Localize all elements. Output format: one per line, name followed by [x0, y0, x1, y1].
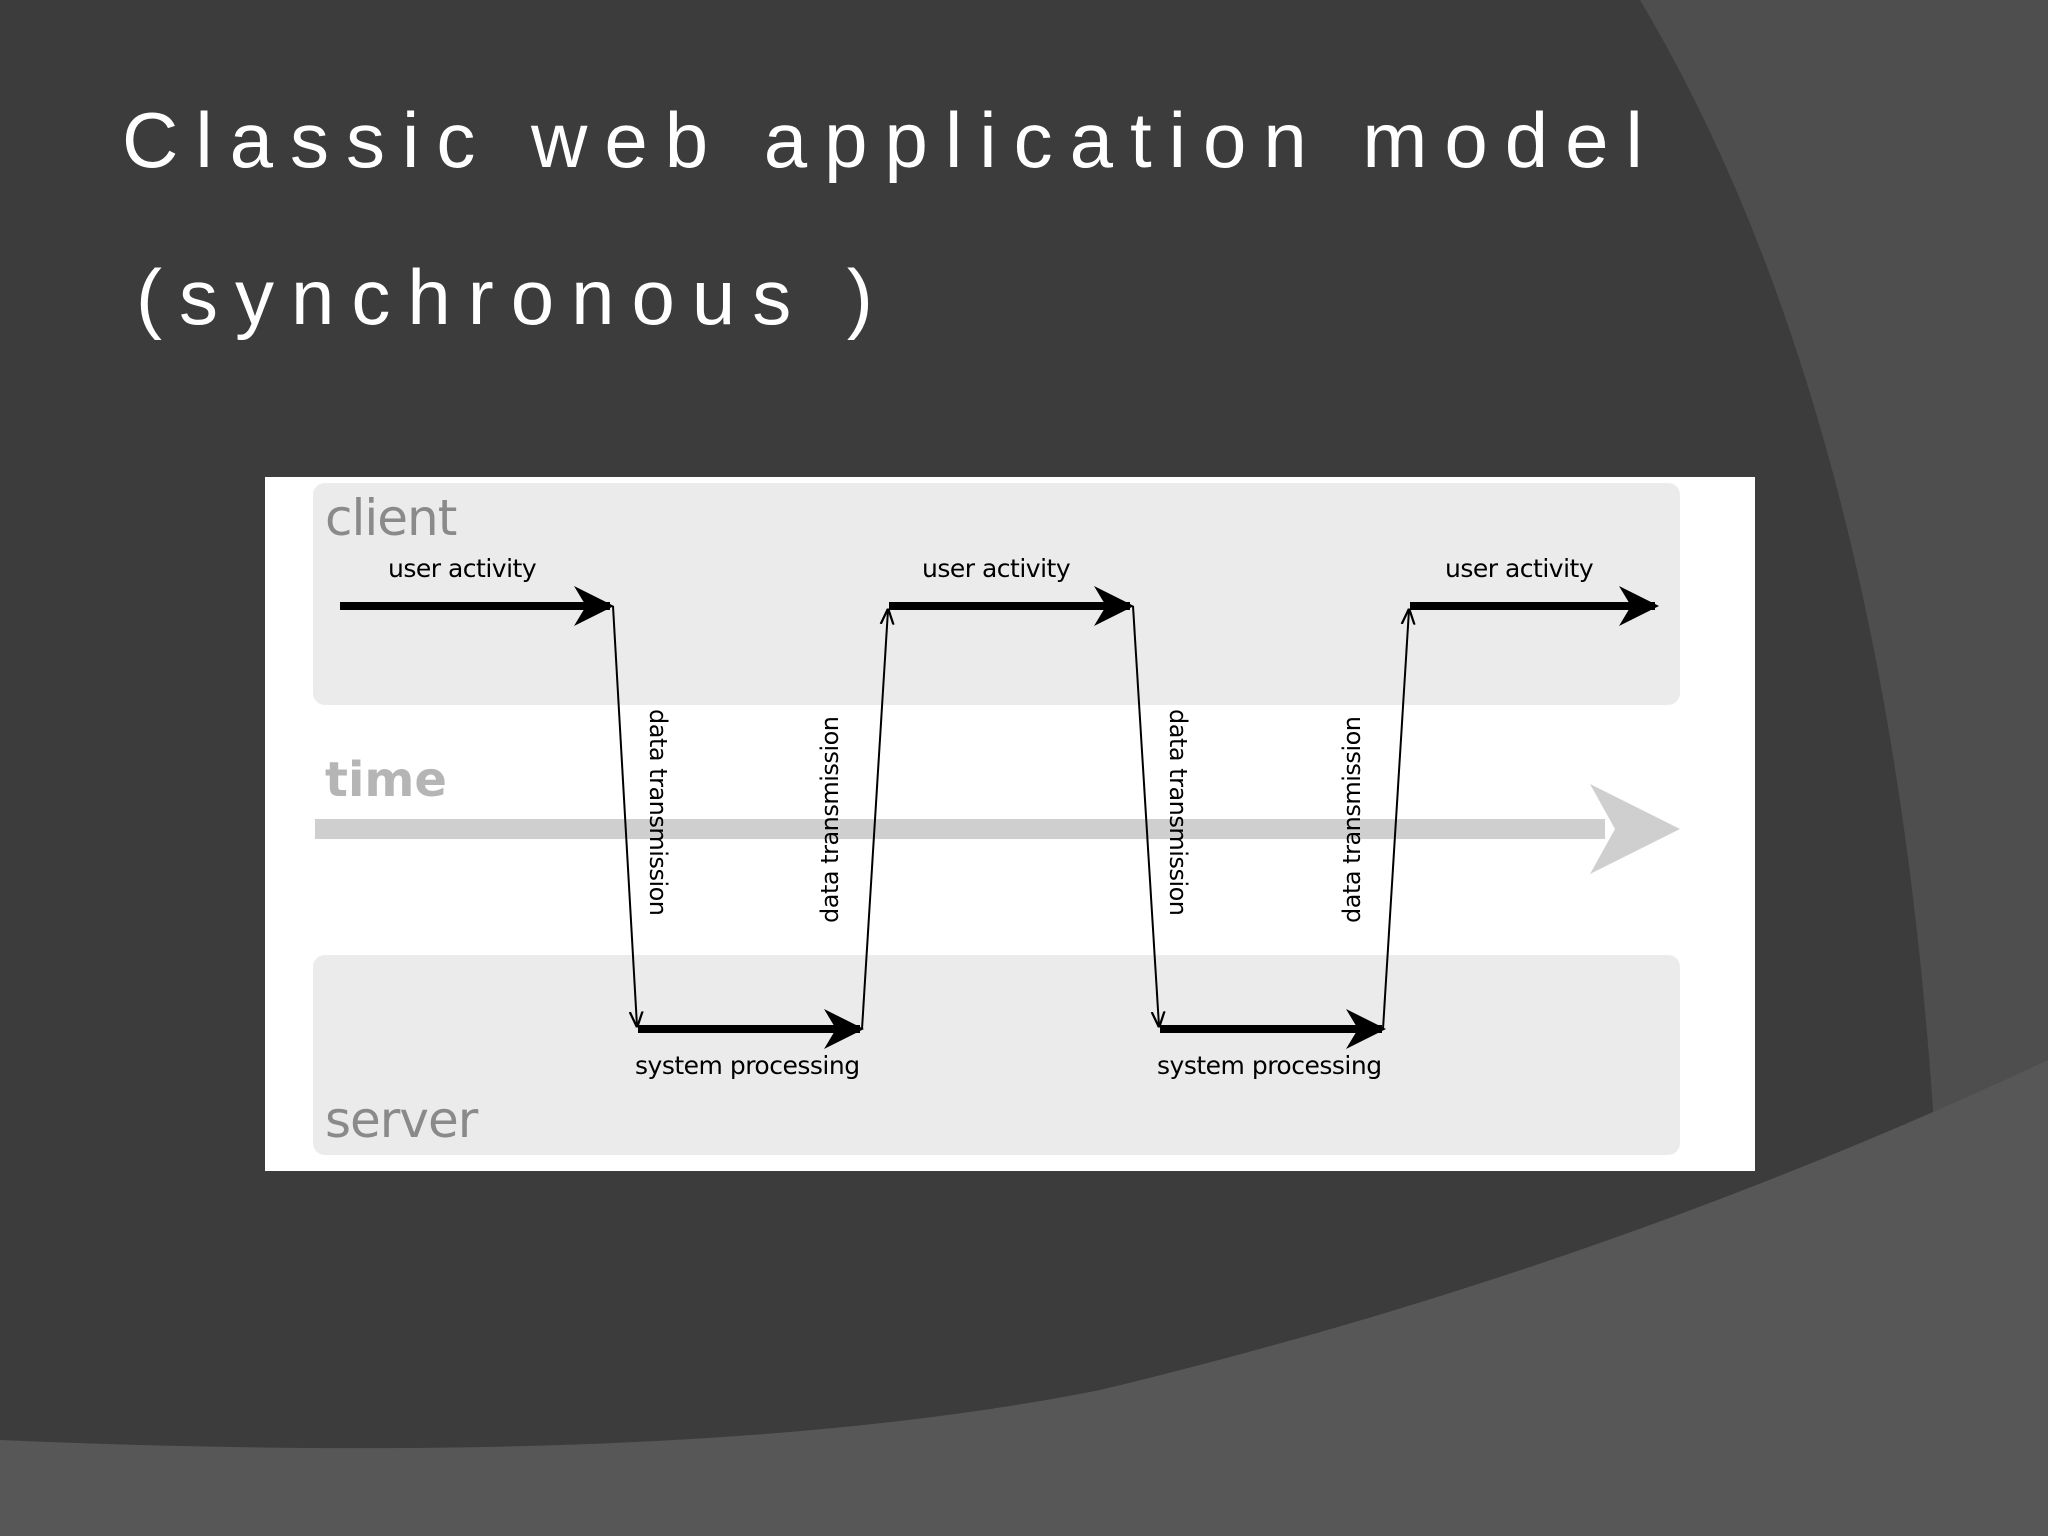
client-lane: [313, 483, 1680, 705]
data-transmission-up-arrow: [861, 610, 888, 1030]
data-transmission-up-arrow: [1382, 610, 1409, 1030]
data-transmission-label: data transmission: [1164, 709, 1192, 916]
system-processing-label: system processing: [635, 1051, 860, 1080]
user-activity-label: user activity: [922, 554, 1071, 583]
background-arc-right: [1640, 0, 2048, 1140]
system-processing-label: system processing: [1157, 1051, 1382, 1080]
slide-title-line-2: (synchronous ): [136, 253, 890, 341]
time-arrow-shaft: [315, 819, 1605, 839]
synchronous-model-diagram: client time server user activity user ac…: [265, 477, 1755, 1171]
slide-title-line-1: Classic web application model: [122, 96, 1660, 184]
user-activity-label: user activity: [1445, 554, 1594, 583]
data-transmission-label: data transmission: [644, 709, 672, 916]
server-lane: [313, 955, 1680, 1155]
data-transmission-down-arrow: [1132, 605, 1159, 1026]
data-transmission-label: data transmission: [816, 716, 844, 923]
user-activity-label: user activity: [388, 554, 537, 583]
background-wave-bottom: [0, 1060, 2048, 1536]
server-lane-label: server: [325, 1091, 479, 1149]
client-lane-label: client: [325, 489, 457, 547]
data-transmission-label: data transmission: [1338, 716, 1366, 923]
data-transmission-down-arrow: [612, 605, 637, 1026]
time-arrow-head: [1590, 784, 1680, 874]
time-lane-label: time: [325, 752, 447, 808]
